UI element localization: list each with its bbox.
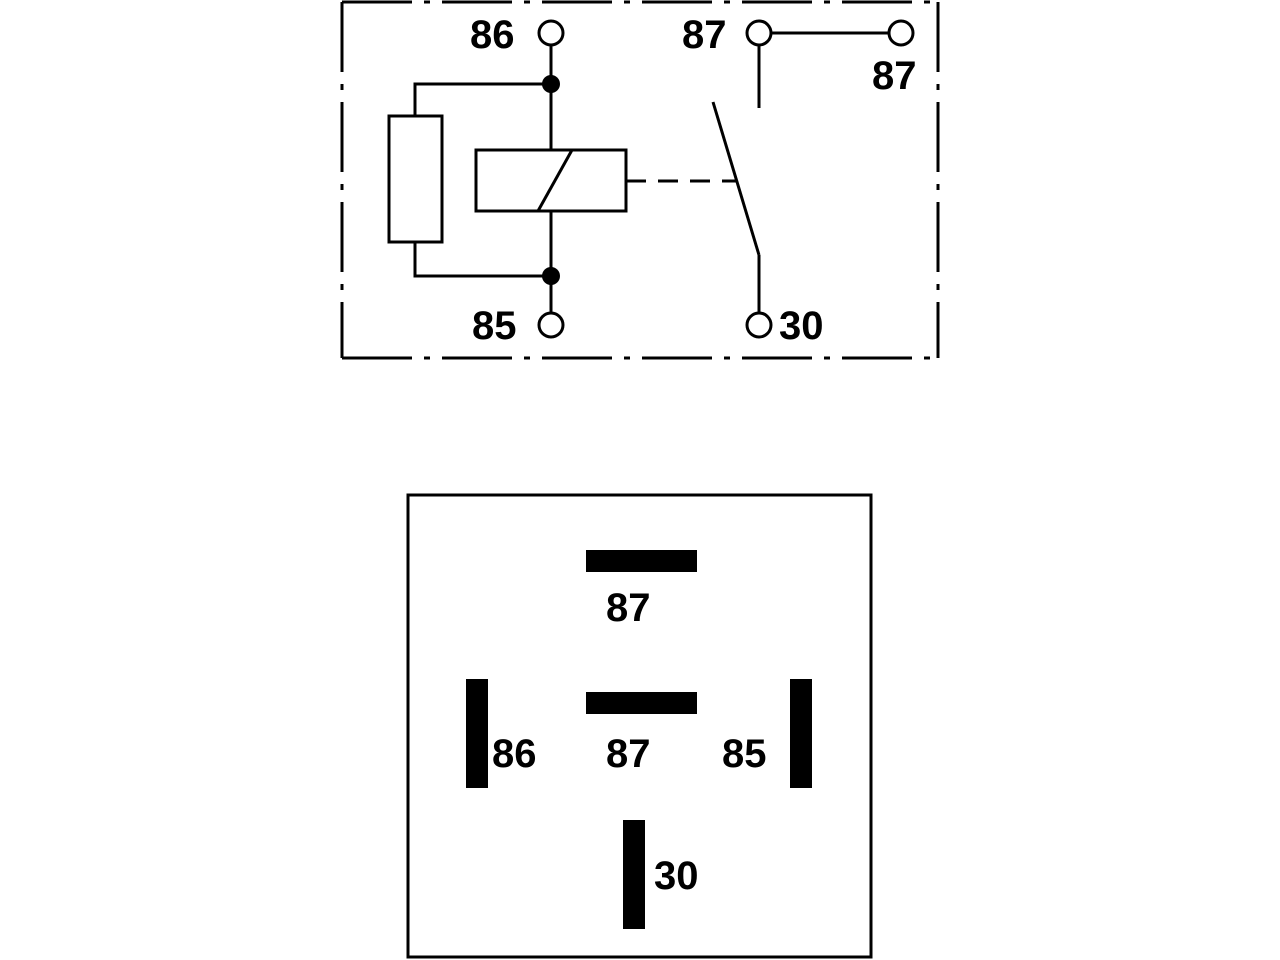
switch-contact <box>711 101 761 256</box>
terminal-87 <box>745 19 773 47</box>
label-87: 87 <box>682 13 727 57</box>
resistor <box>387 114 444 244</box>
terminal-87-secondary <box>887 19 915 47</box>
footprint-label-87-middle: 87 <box>606 732 651 776</box>
pin-86 <box>466 679 488 788</box>
wire-resistor-top <box>413 82 551 116</box>
footprint-outline <box>406 493 873 959</box>
footprint-label-30: 30 <box>654 854 699 898</box>
pin-87-middle <box>586 692 697 714</box>
junction-dot-top <box>542 75 560 93</box>
footprint-label-87-top: 87 <box>606 586 651 630</box>
relay-footprint: 87 87 86 85 30 <box>406 493 873 959</box>
terminal-86 <box>537 19 565 47</box>
label-87-secondary: 87 <box>872 54 917 98</box>
relay-coil-diagonal <box>536 149 574 212</box>
footprint-label-86: 86 <box>492 732 537 776</box>
schematic-enclosure <box>340 0 940 360</box>
label-85: 85 <box>472 304 517 348</box>
relay-schematic: 86 85 87 87 30 <box>340 0 940 360</box>
pin-87-top <box>586 550 697 572</box>
wire-resistor-bottom <box>413 242 551 278</box>
label-30: 30 <box>779 304 824 348</box>
terminal-85 <box>537 311 565 339</box>
pin-30 <box>623 820 645 929</box>
junction-dot-bottom <box>542 267 560 285</box>
relay-coil <box>474 148 628 213</box>
footprint-label-85: 85 <box>722 732 767 776</box>
label-86: 86 <box>470 13 515 57</box>
terminal-30 <box>745 311 773 339</box>
pin-85 <box>790 679 812 788</box>
